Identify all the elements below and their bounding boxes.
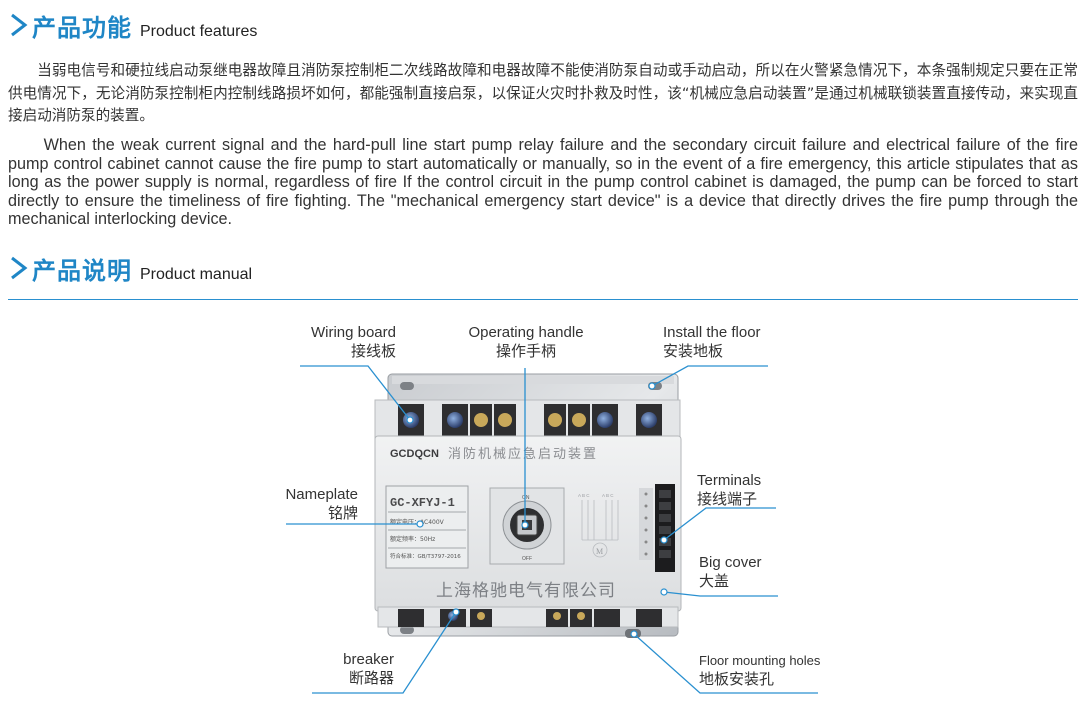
voltage-label: 额定电压：: [390, 518, 420, 526]
svg-text:额定频率：50Hz: 额定频率：50Hz: [390, 535, 435, 543]
leader-big-cover: [663, 591, 778, 597]
label-operating-handle: Operating handle 操作手柄: [468, 324, 584, 360]
manual-title-zh: 产品说明: [32, 257, 132, 285]
schematic-diagram: [581, 500, 619, 558]
features-header: 产品功能 Product features: [8, 8, 257, 42]
standard-value: GB/T3797-2016: [418, 554, 462, 560]
right-terminals: [639, 484, 675, 572]
features-title-zh: 产品功能: [32, 14, 132, 42]
leader-breaker: [312, 611, 457, 694]
floor-hole-bottom-left: [400, 626, 414, 634]
section-divider: [8, 299, 1078, 300]
label-big-cover: Big cover 大盖: [699, 554, 762, 590]
label-install-floor: Install the floor 安装地板: [663, 324, 761, 360]
leader-install-floor: [651, 365, 768, 387]
chevron-right-icon: [8, 253, 30, 283]
svg-text:符合标准：GB/T3797-2016: 符合标准：GB/T3797-2016: [390, 552, 461, 560]
nameplate: [385, 485, 469, 569]
top-terminal-block: [374, 399, 681, 441]
label-breaker: breaker 断路器: [343, 651, 394, 687]
manual-title-en: Product manual: [140, 266, 253, 283]
model-text: GC-XFYJ-1: [390, 496, 455, 510]
leader-wiring-board: [300, 365, 411, 421]
bottom-terminals: [398, 609, 662, 627]
label-wiring-board: Wiring board 接线板: [310, 324, 396, 360]
label-nameplate: Nameplate 铭牌: [285, 486, 358, 522]
label-terminals: Terminals 接线端子: [697, 472, 762, 508]
leader-lines: [286, 365, 818, 694]
label-floor-holes: Floor mounting holes 地板安装孔: [699, 653, 821, 688]
floor-hole-top-left: [400, 382, 414, 390]
handle-on-text: ON: [522, 495, 530, 501]
schematic-phase-left: A B C: [578, 493, 590, 498]
frequency-label: 额定频率：: [390, 535, 420, 543]
frequency-value: 50Hz: [420, 536, 435, 543]
schematic-phase-right: A B C: [602, 493, 614, 498]
leader-floor-holes: [633, 633, 818, 694]
handle-off-text: OFF: [522, 556, 532, 562]
chevron-right-icon: [8, 10, 30, 40]
features-text-zh: 当弱电信号和硬拉线启动泵继电器故障且消防泵控制柜二次线路故障和电器故障不能使消防…: [8, 62, 1078, 124]
svg-text:额定电压：AC400V: 额定电压：AC400V: [390, 518, 445, 526]
motor-symbol: M: [596, 547, 603, 556]
company-text: 上海格驰电气有限公司: [436, 581, 616, 601]
standard-label: 符合标准：: [390, 552, 418, 560]
manual-header: 产品说明 Product manual: [8, 251, 252, 285]
features-text-en: When the weak current signal and the har…: [8, 136, 1078, 229]
features-title-en: Product features: [140, 23, 258, 40]
product-name-text: 消防机械应急启动装置: [448, 446, 598, 462]
voltage-value: AC400V: [420, 519, 445, 526]
leader-terminals: [663, 507, 776, 541]
brand-text: GCDQCN: [390, 448, 439, 460]
